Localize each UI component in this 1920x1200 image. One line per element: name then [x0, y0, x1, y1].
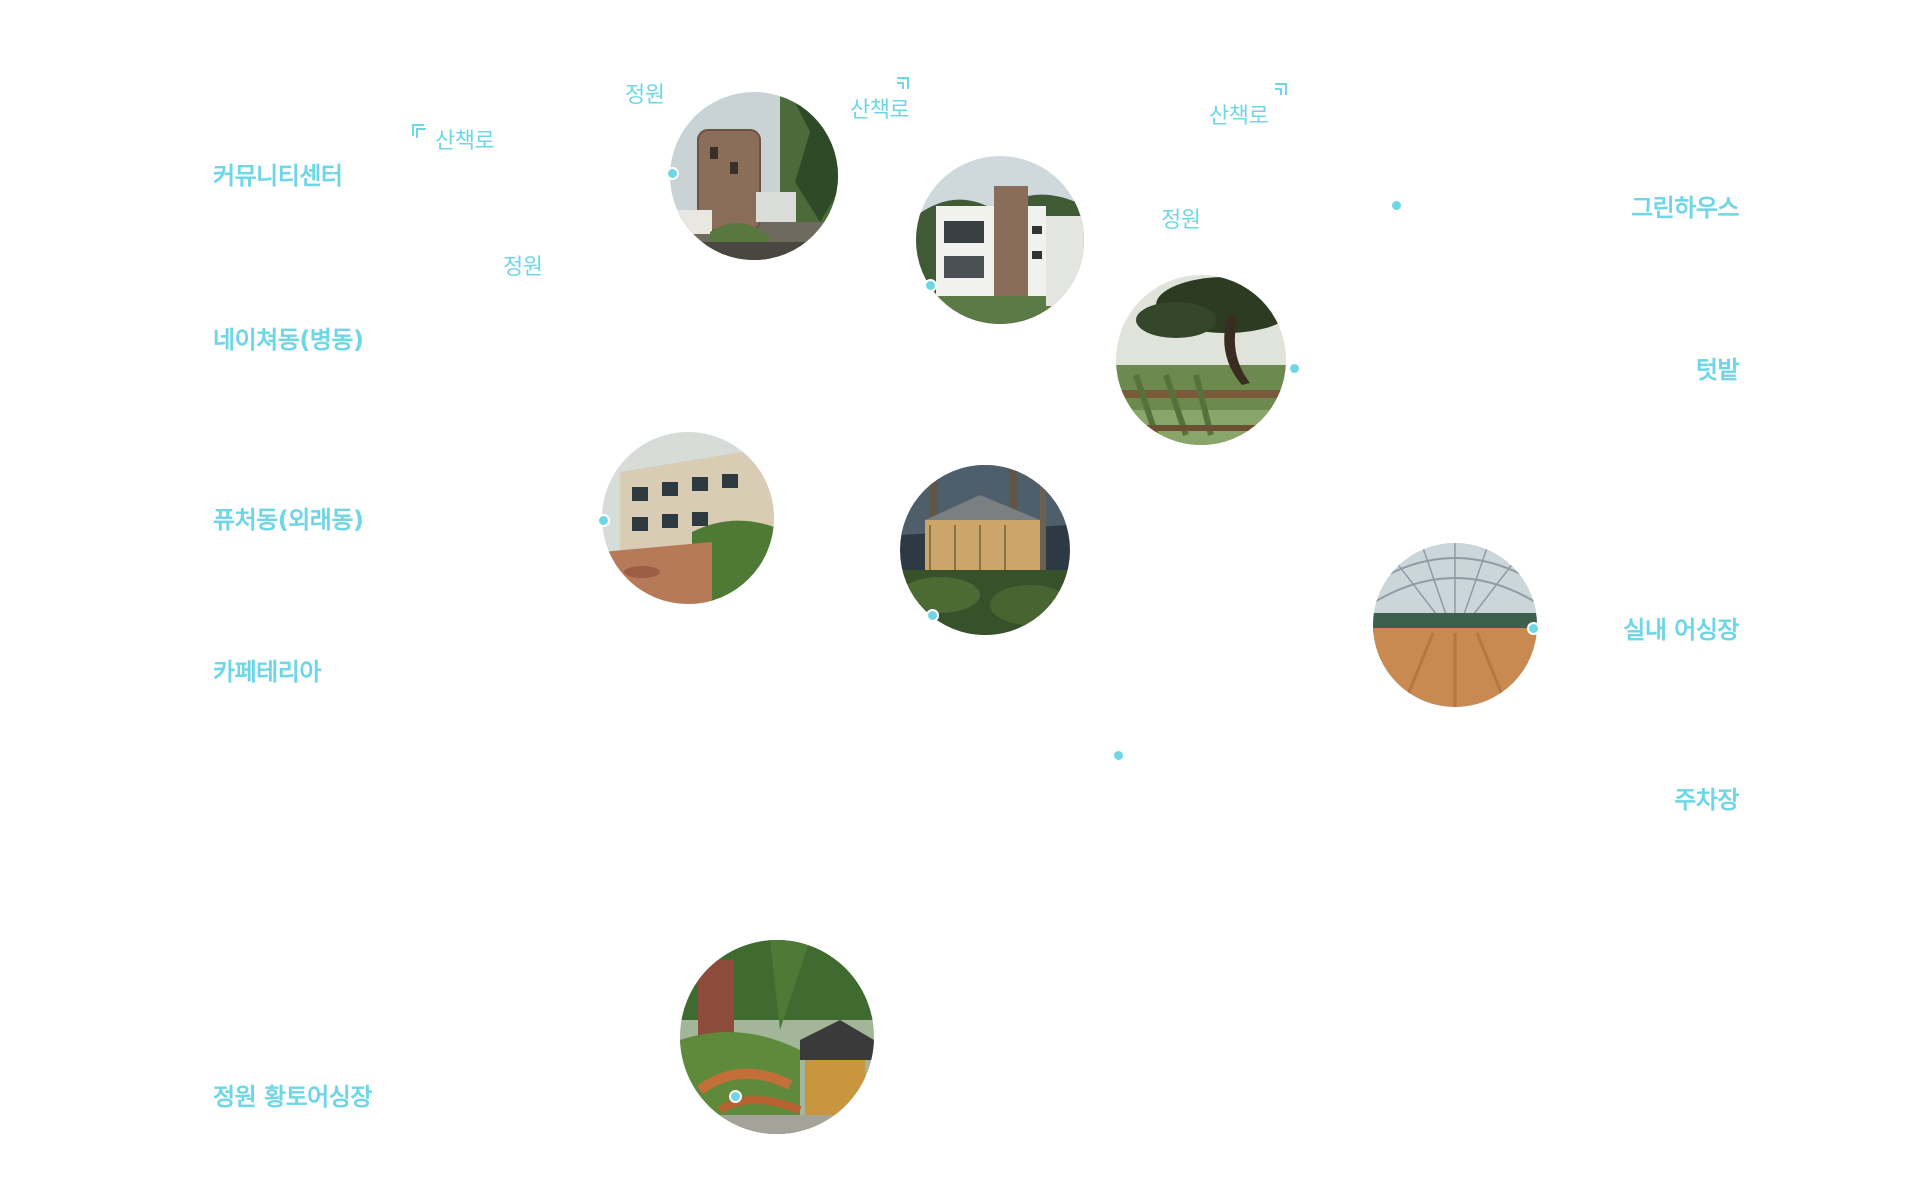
label-nature-ward[interactable]: 네이쳐동(병동) [213, 326, 364, 354]
label-community-center[interactable]: 커뮤니티센터 [213, 162, 343, 190]
label-indoor-earthing[interactable]: 실내 어싱장 [1623, 616, 1739, 644]
label-future-ward[interactable]: 퓨처동(외래동) [213, 506, 364, 534]
marker-dot-indoor-earthing [1529, 624, 1538, 633]
label-parking[interactable]: 주차장 [1674, 786, 1739, 814]
photo-future-ward[interactable] [602, 432, 774, 604]
label-cafeteria[interactable]: 카페테리아 [213, 658, 321, 686]
label-trail-1[interactable]: 산책로 [435, 129, 495, 154]
label-garden-mud-bath[interactable]: 정원 황토어싱장 [213, 1083, 372, 1111]
label-vegetable-garden[interactable]: 텃밭 [1695, 356, 1740, 384]
photo-glass-house[interactable] [900, 465, 1070, 635]
label-garden-3[interactable]: 정원 [1161, 208, 1201, 233]
photo-garden-mud-bath[interactable] [680, 940, 874, 1134]
marker-dot-glass-house [928, 611, 937, 620]
arrow-up-right-icon [894, 74, 912, 92]
label-trail-2[interactable]: 산책로 [850, 98, 910, 123]
marker-dot-greenhouse [1392, 201, 1401, 210]
arrow-up-left-icon [410, 122, 428, 140]
photo-vegetable-garden[interactable] [1116, 275, 1286, 445]
marker-dot-garden-mud-bath [731, 1092, 740, 1101]
marker-dot-community-center [668, 169, 677, 178]
label-garden-1[interactable]: 정원 [625, 83, 665, 108]
photo-building-modern[interactable] [916, 156, 1084, 324]
marker-dot-vegetable-garden [1290, 364, 1299, 373]
label-greenhouse[interactable]: 그린하우스 [1631, 194, 1739, 222]
marker-dot-modern-building [926, 281, 935, 290]
photo-indoor-earthing[interactable] [1373, 543, 1537, 707]
marker-dot-parking [1114, 751, 1123, 760]
label-garden-2[interactable]: 정원 [503, 255, 543, 280]
photo-community-center[interactable] [670, 92, 838, 260]
arrow-up-right-icon [1272, 80, 1290, 98]
label-trail-3[interactable]: 산책로 [1209, 104, 1269, 129]
marker-dot-future-ward [599, 516, 608, 525]
